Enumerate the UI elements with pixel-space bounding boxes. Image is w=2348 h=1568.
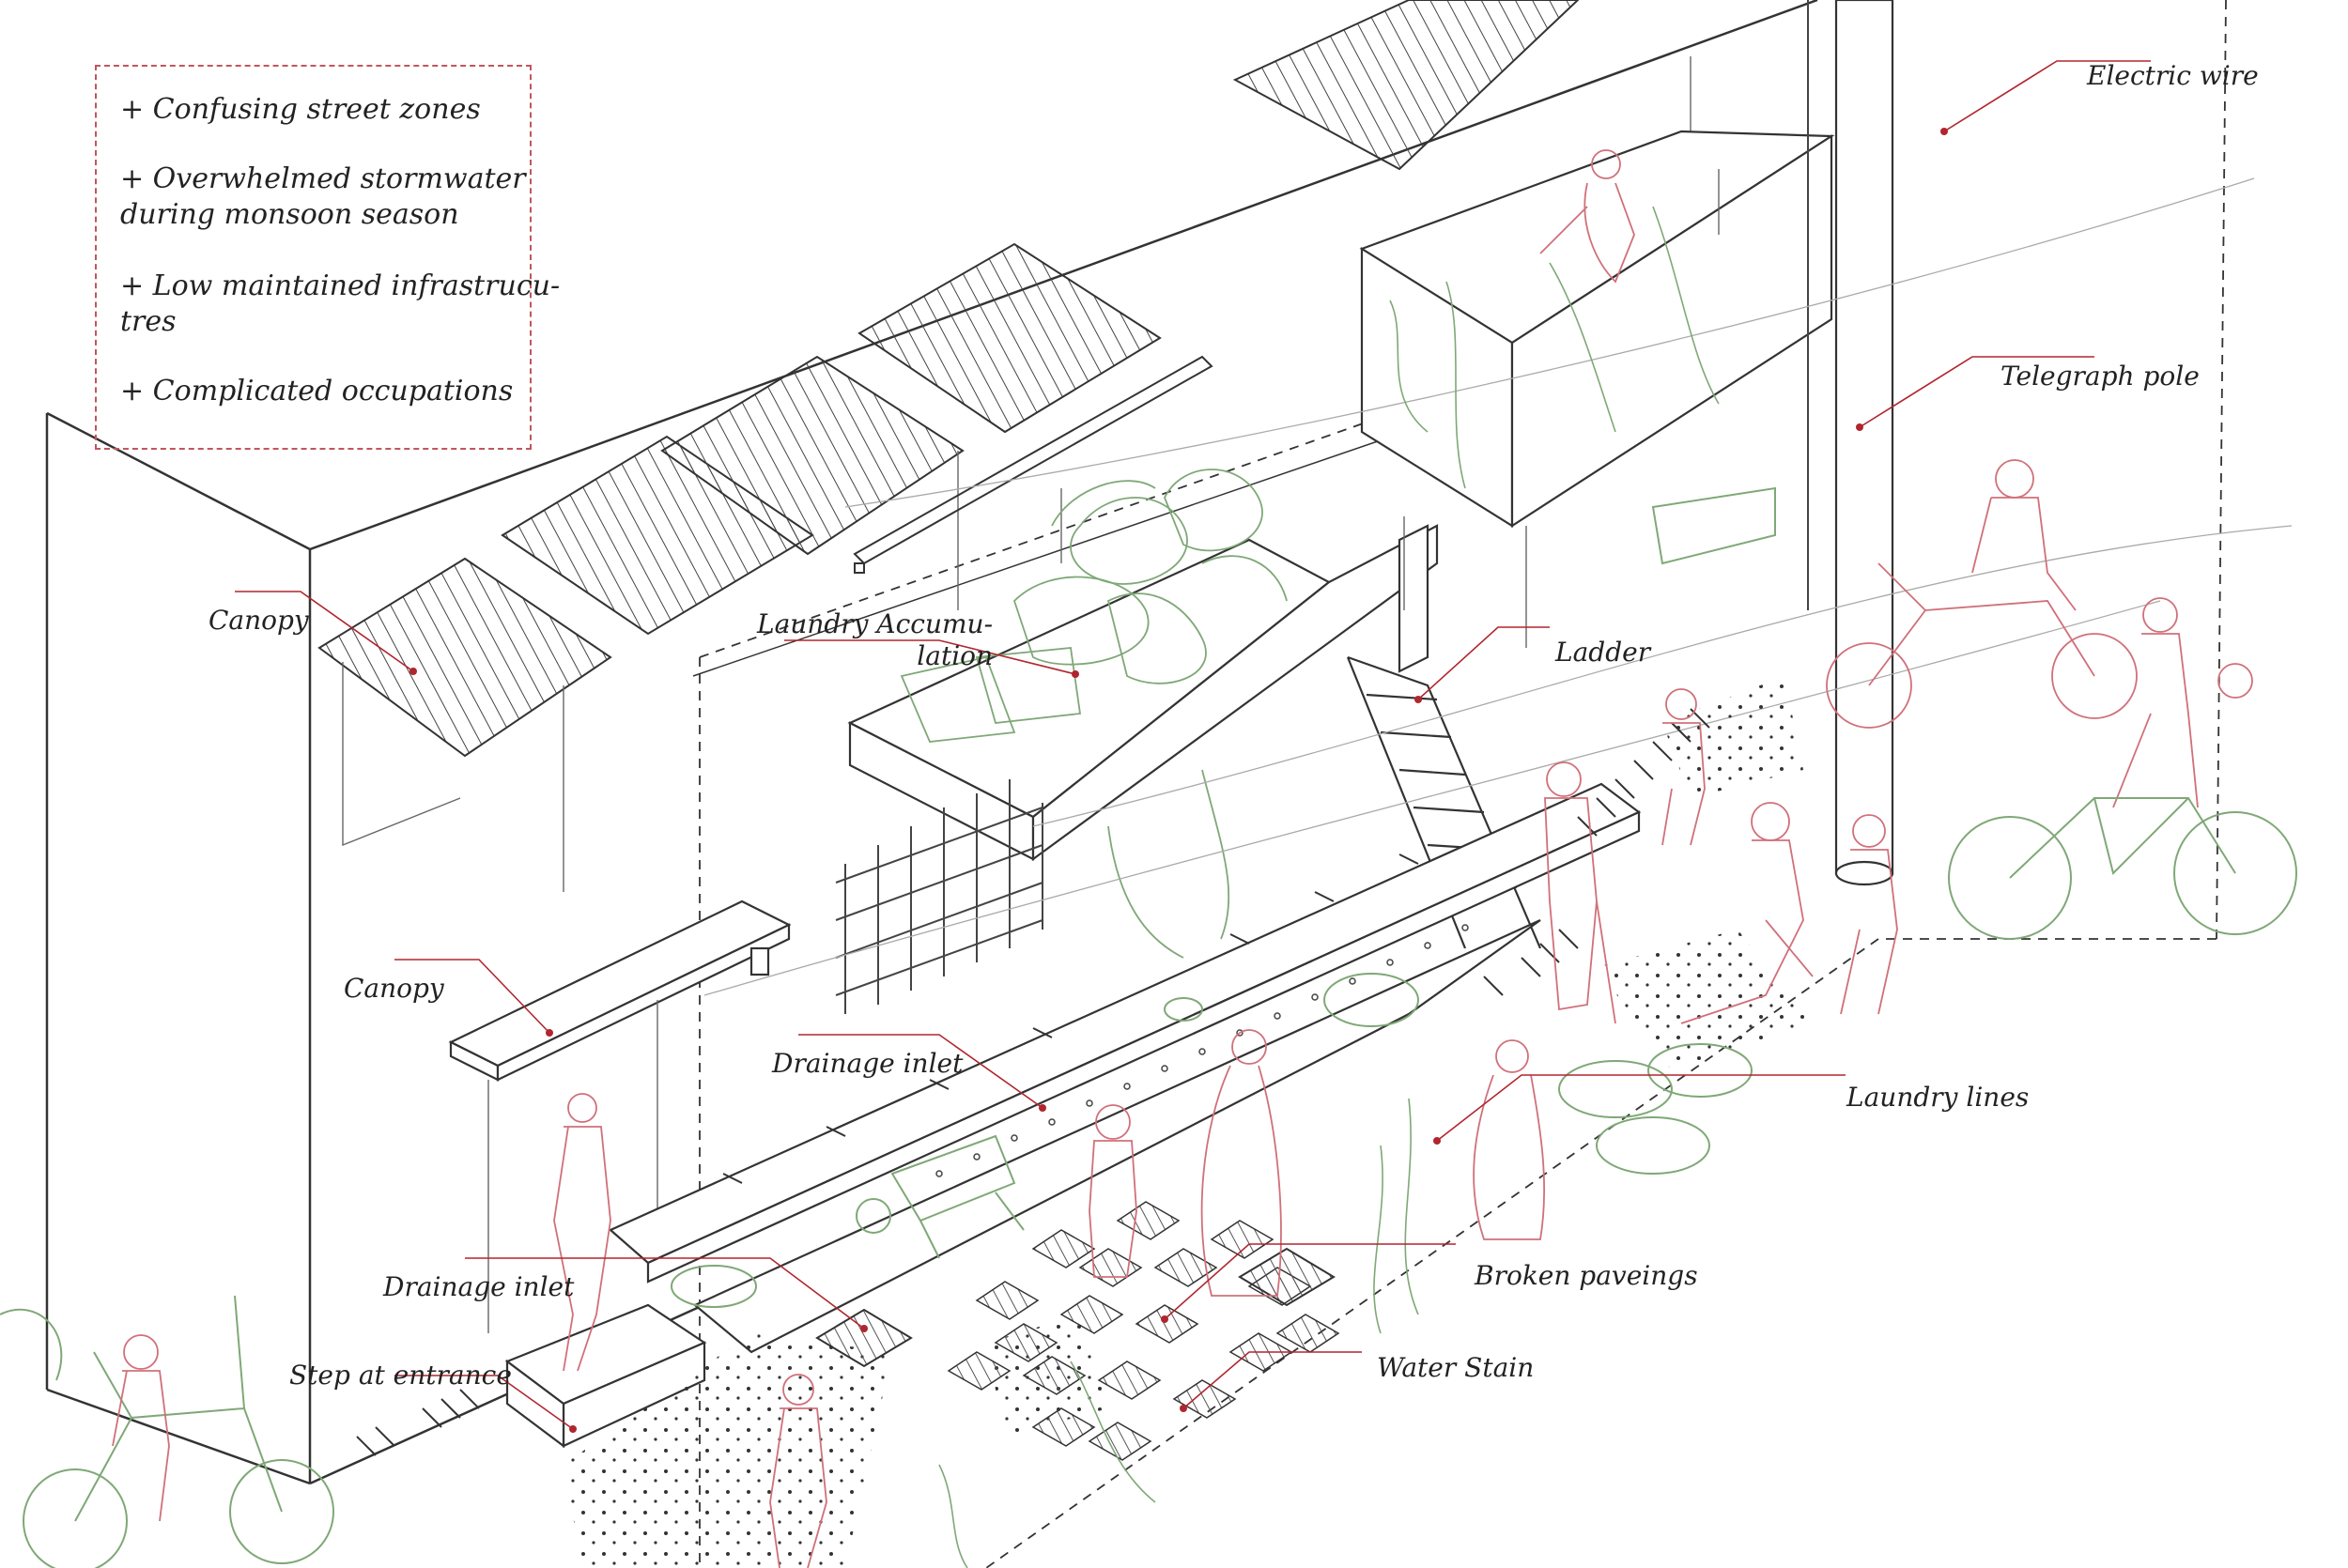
telegraph-pole <box>1807 0 1894 886</box>
leader-lines <box>235 60 2151 1430</box>
label-water-stain: Water Stain <box>1377 1352 1535 1383</box>
issue-stormwater: + Overwhelmed stormwater during monsoon … <box>120 162 526 231</box>
entrance-step <box>504 1303 707 1449</box>
baskets <box>671 973 1753 1308</box>
drainage-grates <box>815 1247 1336 1368</box>
issue-occupations: + Complicated occupations <box>120 375 514 407</box>
motorbike <box>1826 562 2138 729</box>
issue-infrastructure: + Low maintained infrastrucu- tres <box>120 269 561 338</box>
label-canopy-upper: Canopy <box>209 605 309 636</box>
hanging-laundry <box>938 206 1720 1568</box>
person-running <box>1680 802 1814 1024</box>
person-crutch <box>1544 761 1616 1024</box>
label-drainage-inlet-mid: Drainage inlet <box>772 1048 964 1079</box>
lower-canopy <box>448 899 792 1333</box>
laundry-pile <box>900 469 1288 959</box>
leader-dots <box>409 128 1948 1433</box>
label-canopy-lower: Canopy <box>344 973 444 1004</box>
paving-hatch <box>356 708 1710 1456</box>
person-bottom <box>769 1374 827 1568</box>
laundry-platform <box>847 524 1439 862</box>
issue-confusing-zones: + Confusing street zones <box>120 93 481 126</box>
label-laundry-lines: Laundry lines <box>1846 1082 2030 1113</box>
drainage-perforations <box>935 924 1469 1177</box>
label-electric-wire: Electric wire <box>2087 60 2259 91</box>
label-ladder: Ladder <box>1555 637 1651 668</box>
balcony-box <box>1359 130 1835 648</box>
person-canopy <box>553 1093 611 1372</box>
drainage-channel <box>608 782 1642 1354</box>
cyclist <box>2112 597 2253 808</box>
people-figures <box>553 149 2253 1568</box>
label-laundry-accumulation: Laundry Accumu- lation <box>757 608 994 671</box>
bicycle <box>1948 797 2297 940</box>
motorcyclist <box>1971 459 2077 611</box>
person-child-2 <box>1661 688 1706 846</box>
person-woman <box>1200 1029 1282 1297</box>
motorbike-green <box>0 1295 334 1568</box>
wheelbarrow <box>856 1134 1025 1259</box>
person-child-pole <box>1840 814 1898 1015</box>
issues-box <box>95 65 532 450</box>
label-step-at-entrance: Step at entrance <box>289 1360 512 1391</box>
person-laundry <box>1473 1039 1546 1240</box>
electric-wires <box>703 177 2293 996</box>
label-broken-paveings: Broken paveings <box>1475 1260 1698 1291</box>
wall-bench <box>853 355 1213 574</box>
hanging-grid <box>835 779 1043 1014</box>
person-balcony <box>1539 149 1635 284</box>
label-telegraph-pole: Telegraph pole <box>2000 361 2200 392</box>
label-drainage-inlet-low: Drainage inlet <box>383 1271 575 1302</box>
corrugated-roofs <box>317 0 1580 758</box>
broken-pavings <box>947 1201 1340 1461</box>
person-child <box>1089 1104 1137 1278</box>
